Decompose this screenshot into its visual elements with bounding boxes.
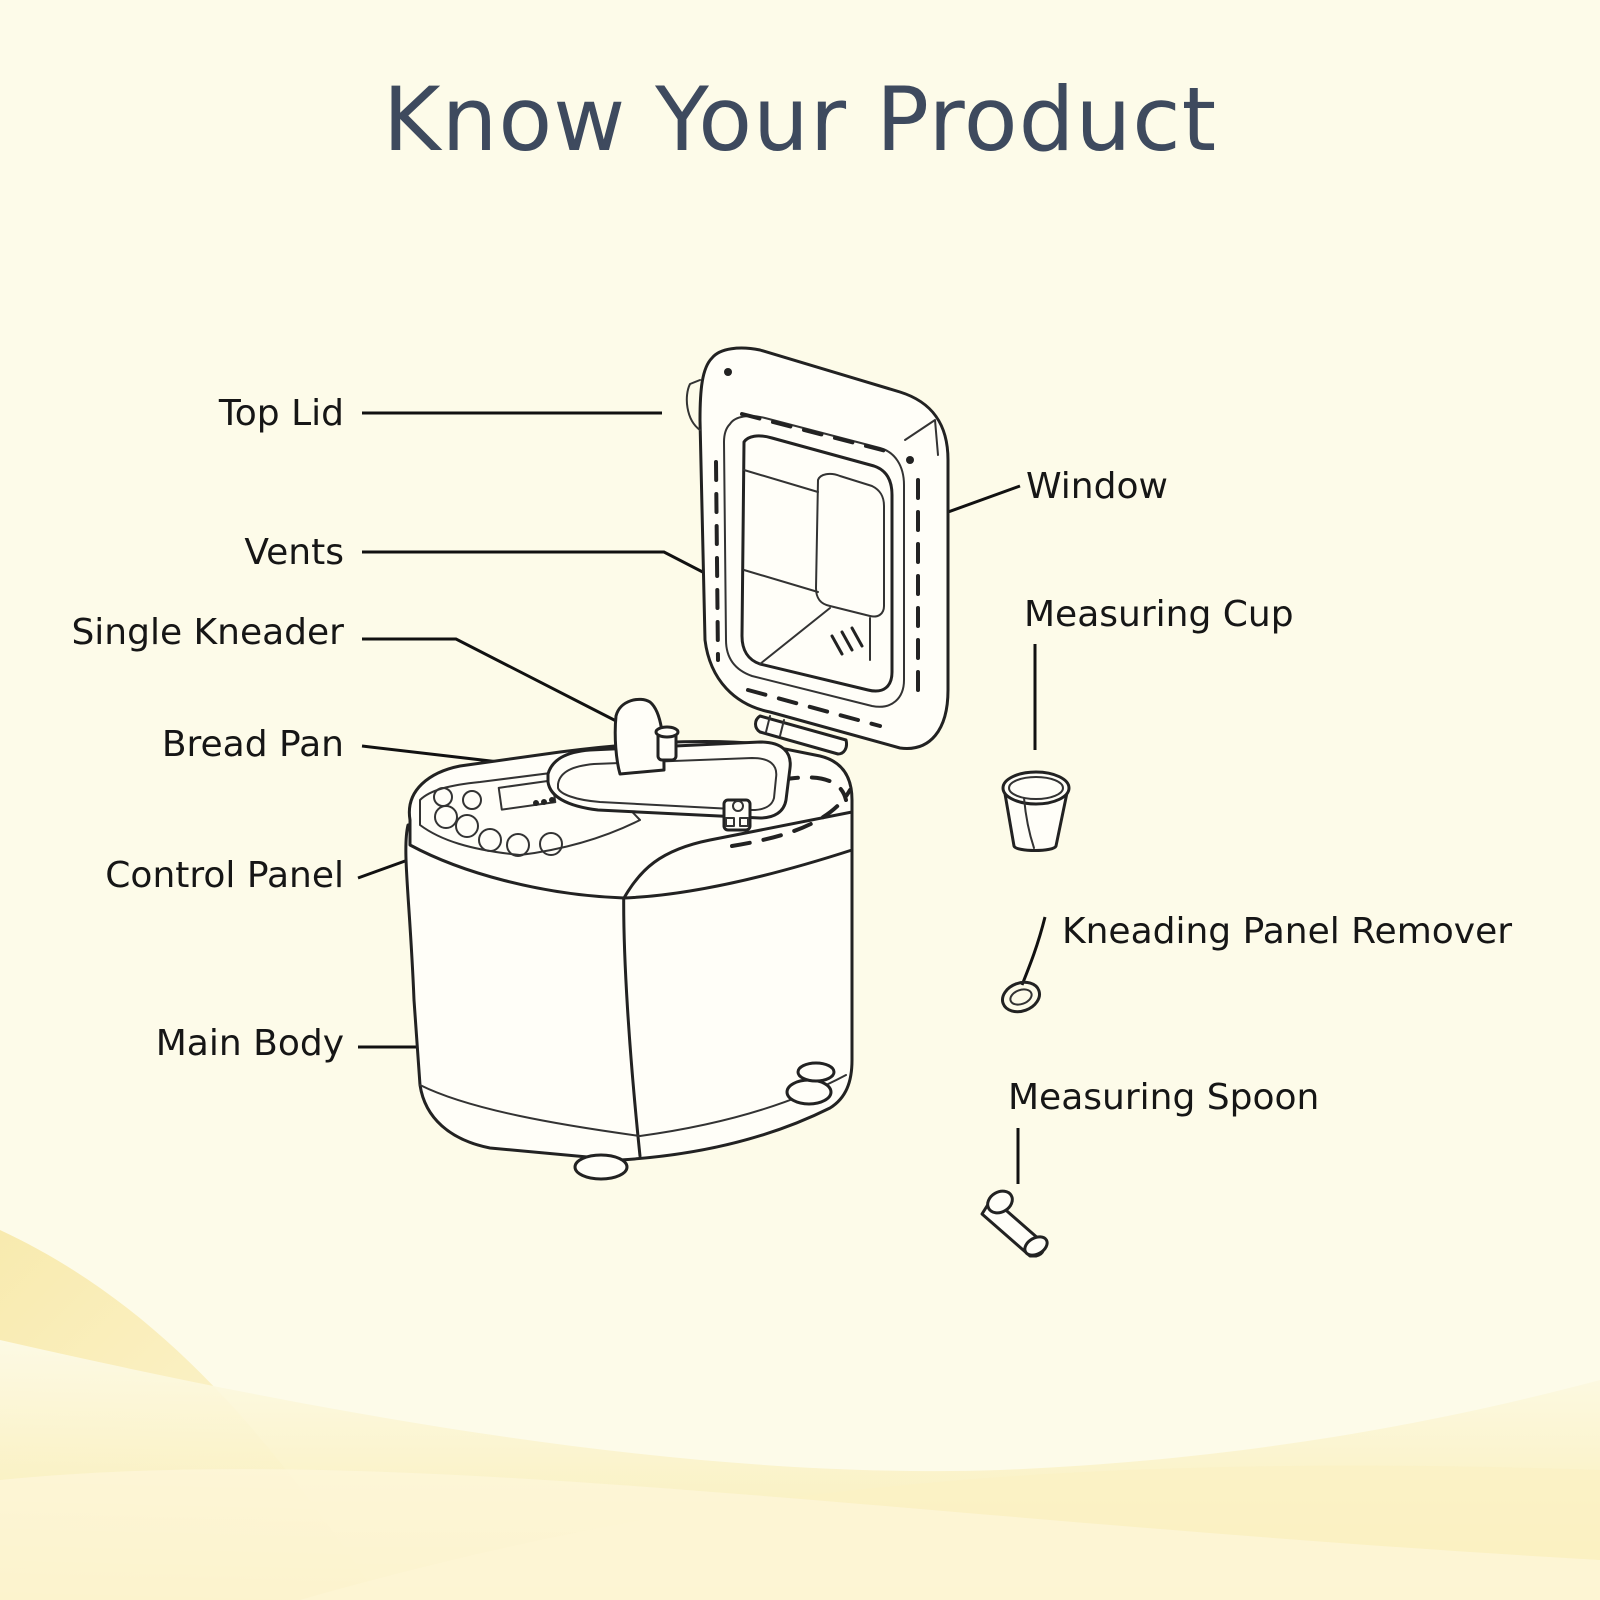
page-title: Know Your Product: [382, 68, 1218, 171]
control-button-4: [478, 828, 502, 852]
label-vents: Vents: [244, 532, 344, 573]
control-button-7: [462, 790, 482, 810]
label-measuring-spoon: Measuring Spoon: [1008, 1077, 1320, 1118]
measuring-cup-drawing: [1001, 770, 1071, 852]
measuring-spoon-drawing: [980, 1189, 1049, 1258]
kneading-remover-drawing: [1001, 980, 1041, 1014]
top-lid-drawing: [685, 346, 950, 750]
label-bread-pan: Bread Pan: [161, 724, 344, 765]
label-control-panel: Control Panel: [105, 855, 344, 896]
leader-single-kneader: [362, 637, 623, 726]
bread-pan-drawing: [546, 697, 792, 832]
leader-kneading-remover: [1020, 916, 1047, 986]
label-main-body: Main Body: [155, 1023, 344, 1064]
label-measuring-cup: Measuring Cup: [1024, 594, 1294, 635]
control-button-6: [539, 832, 563, 856]
label-top-lid: Top Lid: [218, 393, 344, 434]
label-single-kneader: Single Kneader: [71, 612, 344, 653]
wave-shape-4: [0, 1469, 1600, 1600]
label-window: Window: [1026, 466, 1168, 507]
hinge: [754, 714, 848, 756]
control-button-5: [506, 833, 530, 857]
control-panel-drawing: [419, 767, 641, 857]
control-button-3: [455, 814, 479, 838]
control-button-2: [434, 805, 458, 829]
label-kneading-panel-remover: Kneading Panel Remover: [1062, 911, 1513, 952]
